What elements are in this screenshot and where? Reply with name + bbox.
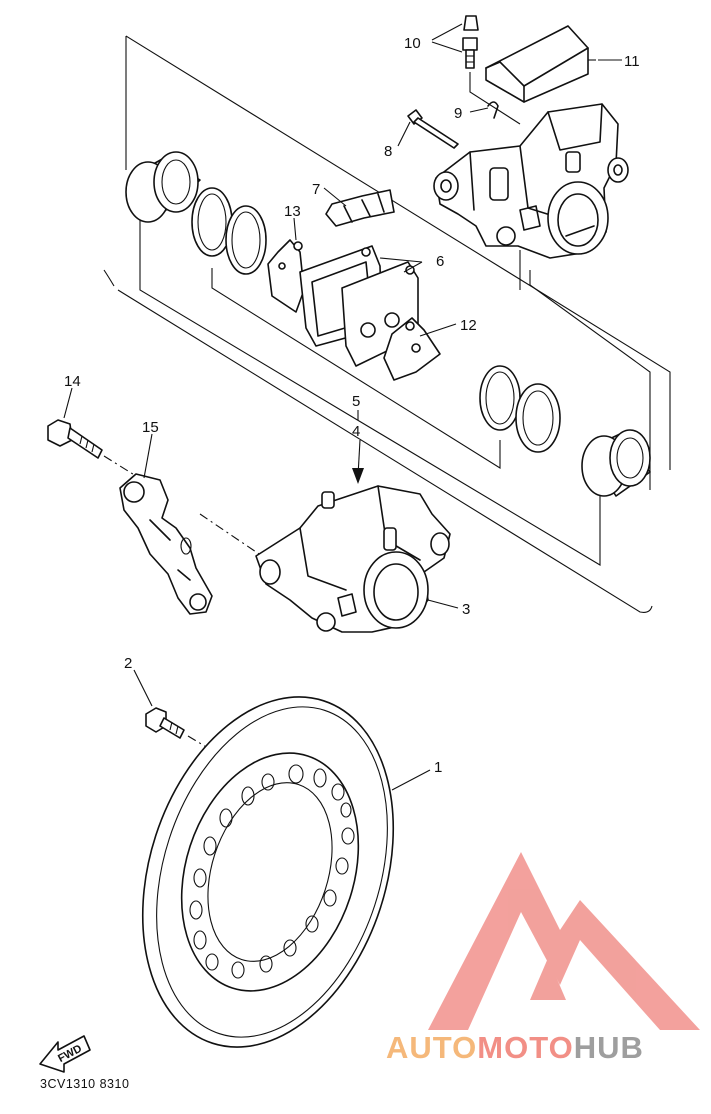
pad-pin-part: [407, 109, 459, 149]
watermark-moto: MOTO: [477, 1030, 573, 1065]
piston-right-part: [581, 429, 651, 497]
callout-11: 11: [624, 53, 640, 70]
pad-spring-part: [325, 189, 395, 227]
brake-disc-part: [141, 696, 395, 1048]
callout-7: 7: [312, 181, 320, 198]
dust-seal-left-part: [225, 205, 267, 275]
callout-9: 9: [454, 105, 462, 122]
callout-13: 13: [284, 203, 301, 220]
clip-part: [487, 101, 499, 119]
caliper-assembly-part: [255, 485, 451, 633]
callout-leaders: [63, 23, 622, 791]
bracket-to-caliper-leader: [199, 513, 263, 557]
watermark-auto: AUTO: [386, 1030, 477, 1065]
callout-1: 1: [434, 759, 442, 776]
fwd-label: FWD: [56, 1043, 84, 1065]
bleed-screw-part: [462, 15, 479, 69]
callout-labels: 1 2 3 4 5 6 7 8 9 10 11 12 13 14 15: [64, 35, 640, 776]
caliper-bracket-part: [119, 473, 213, 615]
callout-8: 8: [384, 143, 392, 160]
piston-seal-right-part: [479, 365, 521, 431]
callout-10: 10: [404, 35, 421, 52]
brake-pad-set-part: [299, 245, 419, 367]
callout-12: 12: [460, 317, 477, 334]
dust-seal-right-part: [515, 383, 561, 453]
watermark-logo-icon: [428, 852, 700, 1030]
assembly-arrow-icon: [352, 439, 364, 484]
callout-15: 15: [142, 419, 159, 436]
piston-left-part: [125, 151, 201, 223]
callout-6: 6: [436, 253, 444, 270]
callout-4: 4: [352, 423, 360, 440]
drawing-code: 3CV1310 8310: [40, 1077, 129, 1091]
exploded-view-frame: [103, 35, 671, 613]
callout-14: 14: [64, 373, 81, 390]
callout-5: 5: [352, 393, 360, 410]
watermark-hub: HUB: [574, 1030, 644, 1065]
fwd-arrow-icon: FWD: [39, 1035, 91, 1073]
bolt-14-part: [47, 419, 137, 477]
upper-caliper-body: [433, 103, 629, 259]
shim-left-part: [267, 239, 305, 313]
callout-3: 3: [462, 601, 470, 618]
callout-2: 2: [124, 655, 132, 672]
pad-cover-part: [485, 25, 589, 103]
watermark-text: AUTOMOTOHUB: [386, 1030, 644, 1065]
